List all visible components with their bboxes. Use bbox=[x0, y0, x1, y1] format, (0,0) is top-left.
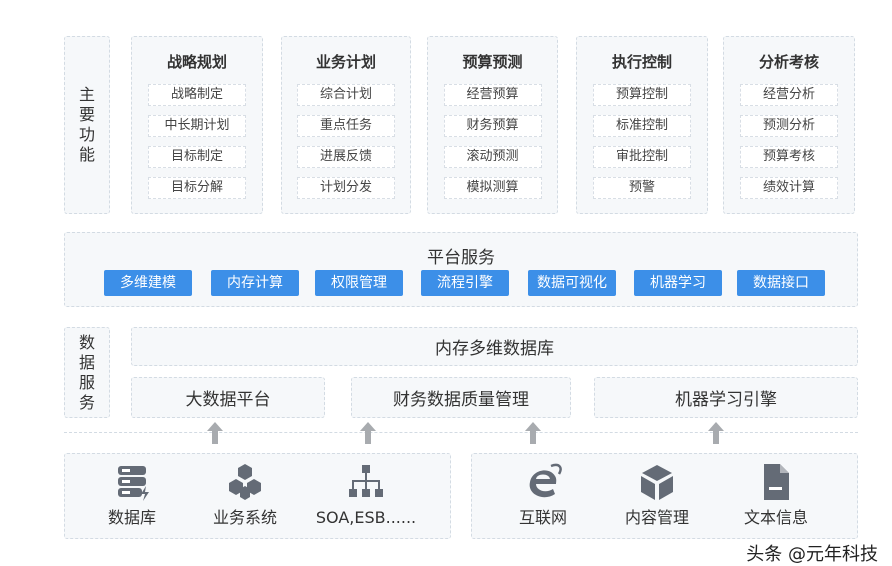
function-item: 经营预算 bbox=[443, 84, 542, 106]
column-title: 预算预测 bbox=[462, 53, 523, 71]
source-business-systems: 业务系统 bbox=[190, 462, 300, 528]
column-title: 执行控制 bbox=[611, 53, 672, 71]
function-item: 预警 bbox=[593, 177, 691, 199]
function-item: 绩效计算 bbox=[740, 177, 838, 199]
function-column-strategy: 战略规划 战略制定 中长期计划 目标制定 目标分解 bbox=[131, 36, 263, 214]
source-internet: 互联网 bbox=[488, 462, 598, 528]
server-icon bbox=[118, 466, 149, 501]
column-title: 分析考核 bbox=[758, 53, 819, 71]
function-item: 重点任务 bbox=[297, 115, 395, 137]
service-data-visualization: 数据可视化 bbox=[528, 270, 616, 296]
cube-icon bbox=[641, 465, 673, 500]
function-item: 预测分析 bbox=[740, 115, 838, 137]
function-item: 财务预算 bbox=[443, 115, 542, 137]
source-label: 业务系统 bbox=[212, 508, 277, 527]
function-item: 标准控制 bbox=[593, 115, 691, 137]
internet-explorer-icon bbox=[529, 463, 562, 498]
financial-data-quality: 财务数据质量管理 bbox=[351, 377, 571, 418]
service-multidim-modeling: 多维建模 bbox=[104, 270, 192, 296]
function-item: 战略制定 bbox=[148, 84, 246, 106]
function-item: 综合计划 bbox=[297, 84, 395, 106]
service-machine-learning: 机器学习 bbox=[634, 270, 722, 296]
service-permission-management: 权限管理 bbox=[315, 270, 403, 296]
function-item: 计划分发 bbox=[297, 177, 395, 199]
source-label: SOA,ESB...... bbox=[315, 508, 417, 527]
source-database: 数据库 bbox=[77, 462, 187, 528]
source-content-management: 内容管理 bbox=[602, 462, 712, 528]
function-item: 滚动预测 bbox=[443, 146, 542, 168]
service-workflow-engine: 流程引擎 bbox=[421, 270, 509, 296]
service-in-memory-computing: 内存计算 bbox=[211, 270, 299, 296]
function-item: 目标分解 bbox=[148, 177, 246, 199]
service-data-interface: 数据接口 bbox=[737, 270, 825, 296]
big-data-text: 大数据平台 bbox=[185, 390, 271, 410]
function-item: 模拟测算 bbox=[443, 177, 542, 199]
column-title: 战略规划 bbox=[166, 53, 227, 71]
function-column-analysis: 分析考核 经营分析 预测分析 预算考核 绩效计算 bbox=[723, 36, 855, 214]
in-memory-db-text: 内存多维数据库 bbox=[435, 339, 554, 359]
source-text-information: 文本信息 bbox=[721, 462, 831, 528]
cubes-icon bbox=[229, 464, 261, 500]
data-services-label: 数据服务 bbox=[64, 327, 110, 418]
sitemap-icon bbox=[349, 465, 383, 497]
document-icon bbox=[764, 464, 789, 500]
function-item: 预算考核 bbox=[740, 146, 838, 168]
ml-engine-text: 机器学习引擎 bbox=[675, 390, 777, 410]
function-column-business-plan: 业务计划 综合计划 重点任务 进展反馈 计划分发 bbox=[281, 36, 411, 214]
data-quality-text: 财务数据质量管理 bbox=[393, 390, 529, 410]
function-item: 审批控制 bbox=[593, 146, 691, 168]
divider bbox=[64, 432, 858, 433]
in-memory-multidim-db: 内存多维数据库 bbox=[131, 327, 858, 366]
source-soa-esb: SOA,ESB...... bbox=[311, 462, 421, 528]
function-item: 经营分析 bbox=[740, 84, 838, 106]
source-label: 文本信息 bbox=[743, 508, 808, 527]
source-label: 数据库 bbox=[107, 508, 156, 527]
data-services-label-text: 数据服务 bbox=[78, 332, 95, 412]
function-column-budget: 预算预测 经营预算 财务预算 滚动预测 模拟测算 bbox=[427, 36, 558, 214]
column-title: 业务计划 bbox=[315, 53, 376, 71]
main-functions-label: 主要功能 bbox=[64, 36, 110, 214]
ml-engine: 机器学习引擎 bbox=[594, 377, 858, 418]
source-label: 互联网 bbox=[518, 508, 567, 527]
function-item: 进展反馈 bbox=[297, 146, 395, 168]
big-data-platform: 大数据平台 bbox=[131, 377, 325, 418]
arrow-up-icon bbox=[708, 422, 724, 444]
function-item: 目标制定 bbox=[148, 146, 246, 168]
arrow-up-icon bbox=[360, 422, 376, 444]
function-item: 预算控制 bbox=[593, 84, 691, 106]
arrow-up-icon bbox=[525, 422, 541, 444]
platform-title: 平台服务 bbox=[427, 248, 495, 268]
arrow-up-icon bbox=[207, 422, 223, 444]
function-column-execution: 执行控制 预算控制 标准控制 审批控制 预警 bbox=[576, 36, 708, 214]
main-functions-label-text: 主要功能 bbox=[78, 85, 95, 164]
source-label: 内容管理 bbox=[624, 508, 689, 527]
function-item: 中长期计划 bbox=[148, 115, 246, 137]
watermark: 头条 @元年科技 bbox=[746, 544, 878, 565]
